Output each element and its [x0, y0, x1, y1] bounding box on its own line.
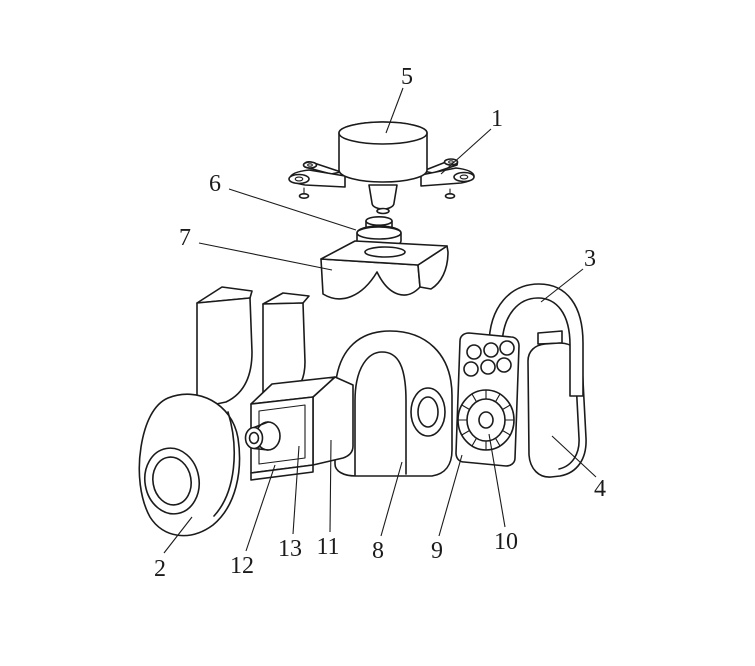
leader-line-7: [198, 242, 333, 271]
part-9-10-control-plate: [455, 332, 520, 467]
label-12: 12: [230, 553, 254, 579]
leader-line-12: [245, 464, 276, 552]
part-7-top-block: [320, 240, 449, 300]
label-6: 6: [209, 171, 221, 197]
label-2: 2: [154, 556, 166, 582]
dial-spokes: [457, 389, 515, 451]
leader-lines: [163, 87, 597, 554]
label-10: 10: [494, 529, 518, 555]
part-number-labels: 5 1 6 7 3 4 2 12 13 11 8 9 10: [154, 64, 606, 582]
label-5: 5: [401, 64, 413, 90]
leader-line-10: [488, 433, 506, 528]
part-2-dome-shell: [138, 393, 241, 537]
leader-line-9: [438, 454, 463, 537]
label-11: 11: [316, 534, 339, 560]
label-4: 4: [594, 476, 606, 502]
label-3: 3: [584, 246, 596, 272]
leader-line-4: [551, 435, 597, 478]
label-9: 9: [431, 538, 443, 564]
label-1: 1: [491, 106, 503, 132]
label-13: 13: [278, 536, 302, 562]
leader-line-11: [329, 439, 332, 533]
leader-line-1: [440, 128, 492, 175]
leader-line-6: [228, 188, 357, 231]
part-5-cylinder: [338, 121, 428, 215]
leader-line-2: [163, 516, 193, 554]
label-8: 8: [372, 538, 384, 564]
leader-line-13: [292, 445, 300, 535]
leader-line-5: [385, 87, 404, 134]
part-6-shaft-collar: [356, 216, 402, 249]
part-8-arch-body: [334, 330, 453, 477]
label-7: 7: [179, 225, 191, 251]
leader-line-8: [380, 461, 403, 537]
left-panel-a: [196, 286, 253, 409]
leader-line-3: [540, 268, 584, 303]
